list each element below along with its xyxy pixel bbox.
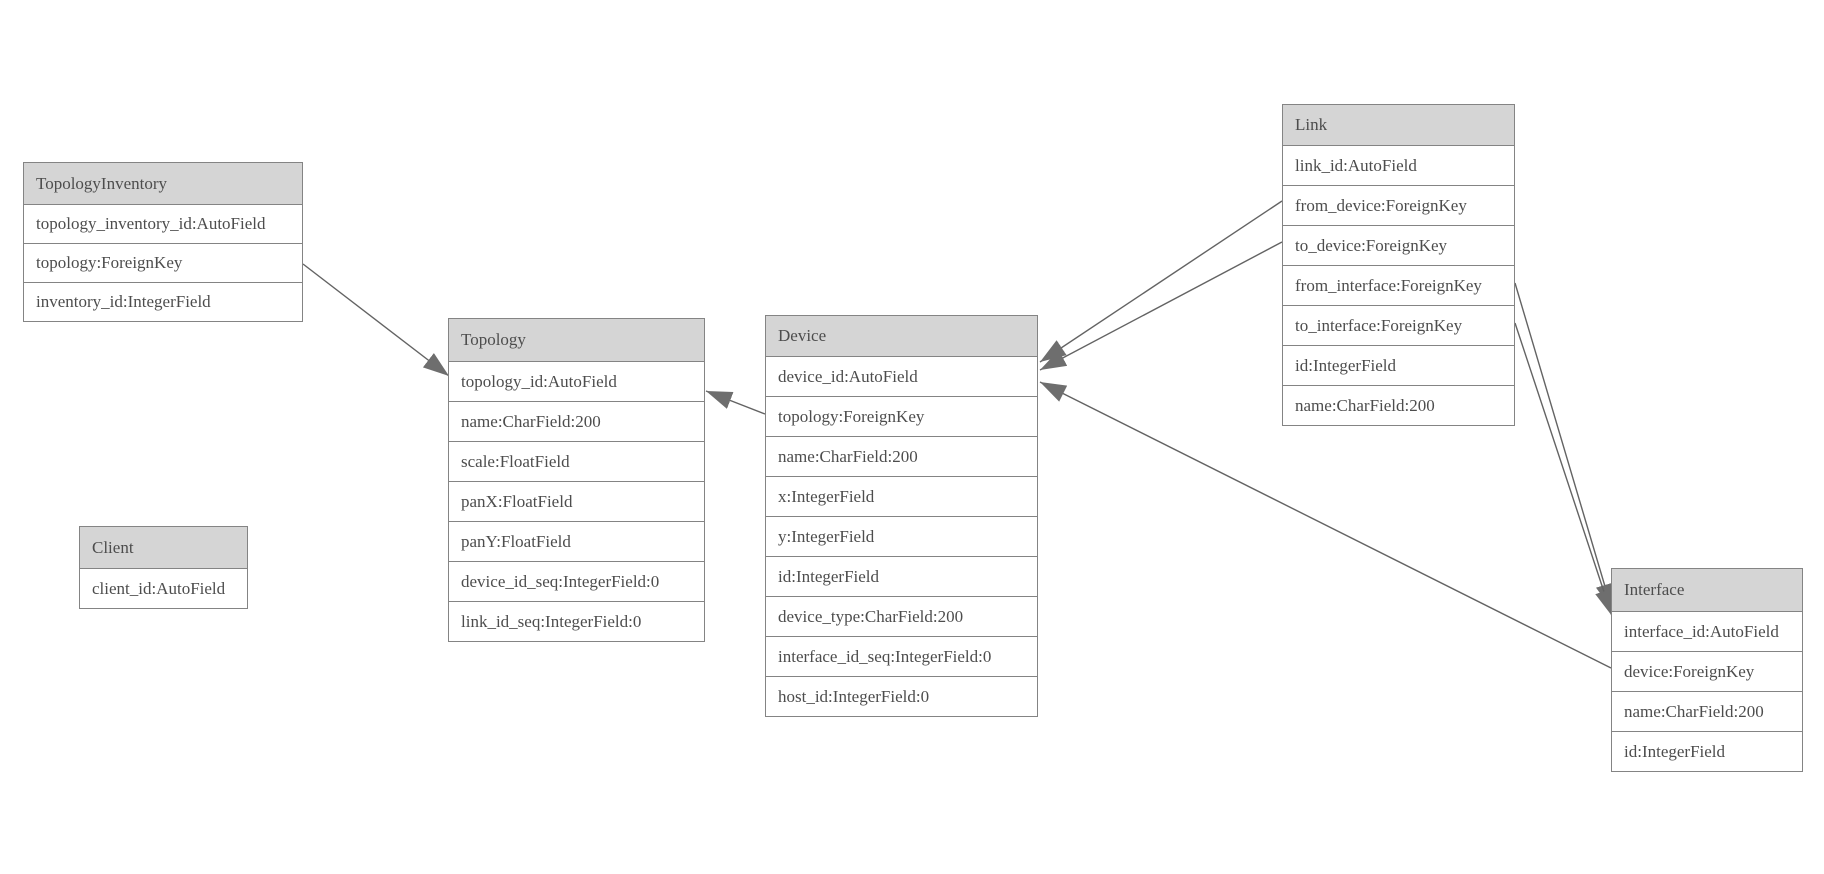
entity-field-row: id:IntegerField — [766, 556, 1037, 596]
entity-field-row: topology_id:AutoField — [449, 361, 704, 401]
entity-field-row: name:CharField:200 — [1612, 691, 1802, 731]
entity-field-row: link_id:AutoField — [1283, 145, 1514, 185]
entity-field-row: device_id:AutoField — [766, 356, 1037, 396]
entity-field-row: id:IntegerField — [1283, 345, 1514, 385]
entity-field-row: client_id:AutoField — [80, 568, 247, 608]
entity-title-topology: Topology — [449, 319, 704, 361]
entity-field-row: scale:FloatField — [449, 441, 704, 481]
entity-field-row: interface_id:AutoField — [1612, 611, 1802, 651]
relationship-link-from_interface-to-interface — [1514, 282, 1614, 611]
relationship-topologyinventory-topology-to-topology — [302, 263, 450, 377]
relationship-interface-device-to-device — [1039, 381, 1612, 669]
entity-title-topology-inventory: TopologyInventory — [24, 163, 302, 204]
entity-title-link: Link — [1283, 105, 1514, 145]
entity-field-row: interface_id_seq:IntegerField:0 — [766, 636, 1037, 676]
entity-field-row: from_device:ForeignKey — [1283, 185, 1514, 225]
entity-field-row: y:IntegerField — [766, 516, 1037, 556]
entity-field-row: name:CharField:200 — [1283, 385, 1514, 425]
entity-field-row: panY:FloatField — [449, 521, 704, 561]
entity-field-row: device:ForeignKey — [1612, 651, 1802, 691]
entity-field-row: inventory_id:IntegerField — [24, 282, 302, 321]
entity-field-row: panX:FloatField — [449, 481, 704, 521]
entity-field-row: to_interface:ForeignKey — [1283, 305, 1514, 345]
entity-field-row: device_id_seq:IntegerField:0 — [449, 561, 704, 601]
entity-title-device: Device — [766, 316, 1037, 356]
entity-field-row: to_device:ForeignKey — [1283, 225, 1514, 265]
relationship-link-from_device-to-device — [1039, 200, 1283, 363]
entity-field-row: topology_inventory_id:AutoField — [24, 204, 302, 243]
entity-field-row: id:IntegerField — [1612, 731, 1802, 771]
relationship-link-to_device-to-device — [1039, 241, 1283, 371]
entity-field-row: host_id:IntegerField:0 — [766, 676, 1037, 716]
entity-field-row: link_id_seq:IntegerField:0 — [449, 601, 704, 641]
entity-field-row: name:CharField:200 — [449, 401, 704, 441]
entity-field-row: from_interface:ForeignKey — [1283, 265, 1514, 305]
entity-title-interface: Interface — [1612, 569, 1802, 611]
entity-field-row: topology:ForeignKey — [766, 396, 1037, 436]
relationship-link-to_interface-to-interface — [1514, 322, 1613, 617]
relationship-device-topology-to-topology — [705, 390, 766, 415]
entity-title-client: Client — [80, 527, 247, 568]
entity-field-row: name:CharField:200 — [766, 436, 1037, 476]
entity-field-row: device_type:CharField:200 — [766, 596, 1037, 636]
entity-field-row: x:IntegerField — [766, 476, 1037, 516]
entity-field-row: topology:ForeignKey — [24, 243, 302, 282]
